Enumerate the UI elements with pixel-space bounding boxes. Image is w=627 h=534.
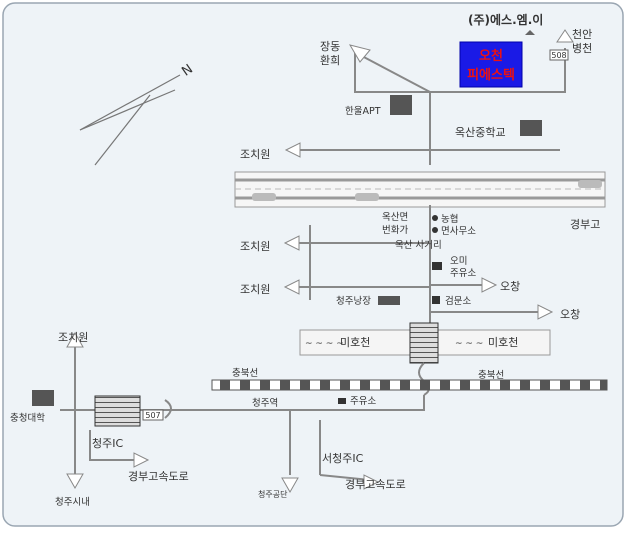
arrow-jochiwon-4-icon [66,331,84,348]
label-ochang-1: 오창 [500,280,520,293]
bridge-icon [409,322,439,364]
route-508-badge [549,49,569,61]
destination-line1: 오천 [479,49,503,64]
label-gyeongbu-go: 경부고 [570,218,600,231]
destination-box: 오천 피에스텍 [459,41,523,88]
label-cheongju-industrial: 청주공단 [258,489,288,499]
label-jochiwon-1: 조치원 [240,148,270,161]
label-nonghyup: 농협 [441,213,458,225]
label-jangdong-1: 장동 [320,40,340,53]
label-chungbuk-line-2: 충북선 [478,370,504,381]
label-cheonan-2: 병천 [572,41,592,55]
route-507-badge [142,409,164,421]
map-panel [2,2,624,527]
route-508-label: 508 [551,51,566,60]
arrow-jangdong-icon [348,44,371,63]
label-jochiwon-4: 조치원 [58,331,88,344]
arrow-industrial-icon [281,477,299,494]
river-wave: ~ ~ ~ [455,339,483,349]
nonghyup-icon [432,215,438,221]
apartment-icon [390,95,412,115]
label-gas-station: 주유소 [350,396,376,407]
label-ochang-2: 오창 [560,308,580,321]
label-cheonan-1: 천안 [572,27,592,41]
label-cheongju-station: 청주역 [252,398,278,409]
arrow-gyeongbu-1-icon [133,452,150,468]
label-jochiwon-2: 조치원 [240,240,270,253]
label-oksan-intersection: 옥산 사거리 [395,240,442,251]
car-icon [252,193,276,201]
company-label: (주)에스.엠.이 [468,12,543,27]
label-gyeongbu-expressway-2: 경부고속도로 [345,478,406,491]
school-icon [520,120,542,136]
company-marker-icon [525,30,535,35]
arrow-ochang-1-icon [481,277,498,293]
label-michocheon-1: 미호천 [340,335,370,349]
road-to-cheonan [354,48,566,93]
label-michocheon-2: 미호천 [488,335,518,349]
university-icon [32,390,54,406]
label-cheongju-farm: 청주낭장 [336,296,371,307]
label-cheongju-ic: 청주IC [92,437,123,450]
label-oksan-myeon-1: 옥산면 [382,212,408,223]
label-oksan-school: 옥산중학교 [455,126,506,139]
destination-line2: 피에스텍 [467,67,515,83]
railway-chungbuk [211,379,608,391]
river-wave: ~ ~ ~ ~ [305,339,344,349]
label-oksan-myeon-2: 번화가 [382,225,408,236]
road-expressway-1 [89,430,140,461]
label-gyeongbu-expressway-1: 경부고속도로 [128,470,189,483]
route-507-label: 507 [145,411,160,420]
road-main-south [60,395,425,411]
label-omi-1: 오미 [450,256,467,267]
road-to-jangdong [359,54,431,93]
label-myeon-office: 면사무소 [441,226,476,237]
car-icon [578,180,602,188]
omi-gas-icon [432,262,442,270]
label-jochiwon-3: 조치원 [240,283,270,296]
label-seocheongju-ic: 서청주IC [322,452,364,465]
label-omi-2: 주유소 [450,268,476,279]
label-chungbuk-univ: 충청대학 [10,413,45,424]
gas-icon [338,398,346,404]
ic-hatch-icon [94,395,141,427]
arrow-jochiwon-3-icon [283,279,300,295]
myeon-office-icon [432,227,438,233]
road-expressway-2 [319,474,371,481]
arrow-ochang-2-icon [537,304,554,320]
arrow-jochiwon-2-icon [283,235,300,251]
north-arrow-icon: N [79,62,196,166]
label-jangdong-2: 환희 [320,54,340,67]
arrow-cheonan-icon [556,29,574,43]
label-hanul-apt: 한울APT [345,106,381,117]
arrow-gyeongbu-2-icon [363,474,380,490]
label-chungbuk-line-1: 충북선 [232,368,258,379]
road-ic-loop [164,399,172,419]
arrow-jochiwon-1-icon [284,142,301,158]
inspection-icon [432,296,440,304]
car-icon [355,193,379,201]
farm-icon [378,296,400,305]
label-cheongju-city: 청주시내 [55,497,90,508]
arrow-cheongju-city-icon [66,473,84,490]
label-inspection: 검문소 [445,295,471,307]
